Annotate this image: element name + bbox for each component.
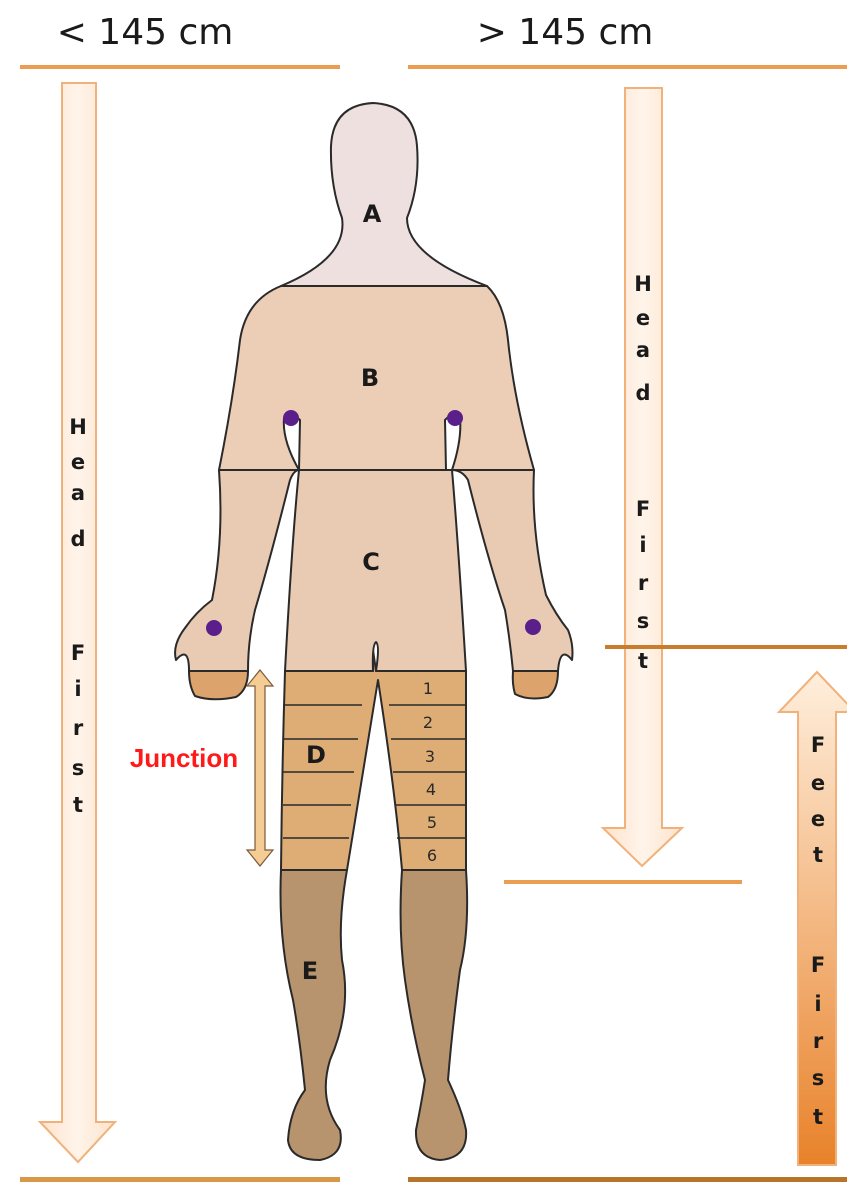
feet-arrow-letter: i [814,992,821,1016]
feet-arrow-letter: t [813,1105,823,1129]
right-arrow-letter: H [634,272,652,296]
left-arrow-letter: a [71,481,85,505]
left-header-rule [20,65,340,69]
band-number: 3 [425,747,435,766]
left-arrow-letter: r [73,716,84,740]
segment-e-label: E [302,957,318,985]
band-number: 1 [423,679,433,698]
right-head-first-arrow: H e a d F i r s t [603,88,682,866]
right-arrow-letter: F [636,497,650,521]
segment-e-lower-legs [281,870,468,1160]
bottom-right-rule [408,1177,847,1182]
band-number: 4 [426,780,436,799]
left-hand [189,671,248,699]
segment-a-label: A [363,200,382,228]
feet-arrow-letter: e [811,807,825,831]
marker-dot [283,410,299,426]
bottom-left-rule [20,1177,340,1182]
right-mid-rule [605,645,847,649]
feet-arrow-letter: t [813,843,823,867]
right-lower-rule [504,880,742,884]
left-arrow-letter: i [74,677,81,701]
feet-arrow-letter: F [811,733,825,757]
left-arrow-letter: H [69,415,87,439]
right-arrow-letter: i [639,533,646,557]
right-head-first-arrow-shape [603,88,682,866]
junction-label: Junction [130,743,238,773]
marker-dot [206,620,222,636]
segment-d-label: D [306,741,326,769]
band-number: 2 [423,713,433,732]
right-arrow-letter: d [635,381,650,405]
right-feet-first-arrow: F e e t F i r s t [779,672,847,1165]
body-figure [175,103,572,1160]
feet-arrow-letter: s [812,1066,825,1090]
right-arrow-letter: a [636,338,650,362]
right-header-rule [408,65,847,69]
left-arrow-letter: F [71,641,85,665]
segment-c-label: C [362,548,380,576]
feet-arrow-letter: e [811,771,825,795]
marker-dot [447,410,463,426]
left-arrow-letter: e [71,450,85,474]
band-number: 6 [427,846,437,865]
left-height-label: < 145 cm [57,12,234,53]
band-number: 5 [427,813,437,832]
right-arrow-letter: t [638,649,648,673]
left-arrow-letter: t [73,793,83,817]
left-arrow-letter: d [70,527,85,551]
left-head-first-arrow-shape [40,83,115,1162]
feet-arrow-letter: r [813,1029,824,1053]
junction-double-arrow [247,670,273,866]
left-head-first-arrow: H e a d F i r s t [40,83,115,1162]
segment-a-head [281,103,487,286]
right-hand [513,671,558,698]
right-arrow-letter: s [637,609,650,633]
right-height-label: > 145 cm [477,12,654,53]
left-arrow-letter: s [72,756,85,780]
right-arrow-letter: r [638,571,649,595]
feet-arrow-letter: F [811,953,825,977]
segment-b-label: B [361,364,379,392]
marker-dot [525,619,541,635]
right-arrow-letter: e [636,306,650,330]
